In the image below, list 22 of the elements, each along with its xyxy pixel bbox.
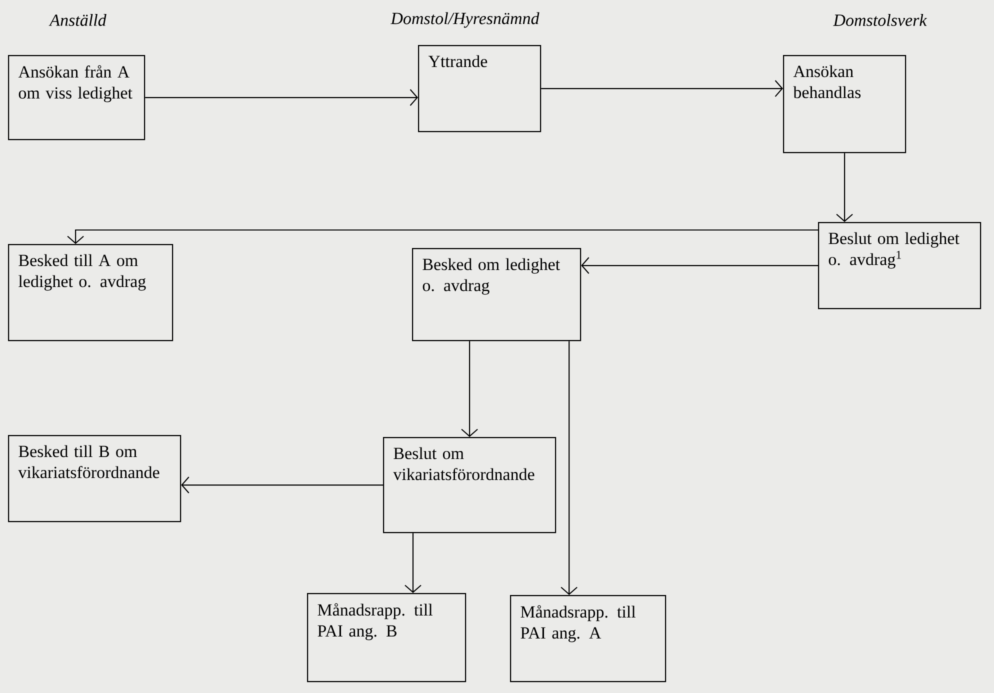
arrow bbox=[145, 89, 418, 106]
process-box: Besked till B om vikariatsförordnande bbox=[8, 435, 182, 522]
arrow bbox=[541, 80, 783, 97]
arrow bbox=[836, 153, 853, 222]
process-box: Beslut om vikariatsförordnande bbox=[383, 437, 556, 534]
process-box: Besked om ledighet o. avdrag bbox=[412, 248, 582, 342]
arrow bbox=[181, 476, 383, 494]
column-heading: Anställd bbox=[48, 14, 106, 26]
process-box: Yttrande bbox=[418, 45, 542, 132]
process-box: Beslut om ledighet o. avdrag$^{1}$ bbox=[818, 222, 982, 310]
arrow bbox=[461, 341, 478, 437]
process-box: Ansökan från A om viss ledighet bbox=[8, 55, 146, 140]
column-heading: Domstolsverk bbox=[833, 14, 927, 26]
arrow bbox=[560, 341, 578, 595]
process-box: Besked till A om ledighet o. avdrag bbox=[8, 244, 174, 342]
arrow bbox=[67, 229, 818, 244]
arrow bbox=[404, 533, 422, 593]
process-box: Månadsrapp. till PAI ang. A bbox=[510, 595, 666, 682]
process-box: Ansökan behandlas bbox=[783, 55, 906, 154]
process-box: Månadsrapp. till PAI ang. B bbox=[307, 593, 466, 682]
column-heading: Domstol/Hyresnämnd bbox=[390, 12, 540, 28]
arrow bbox=[581, 257, 818, 274]
